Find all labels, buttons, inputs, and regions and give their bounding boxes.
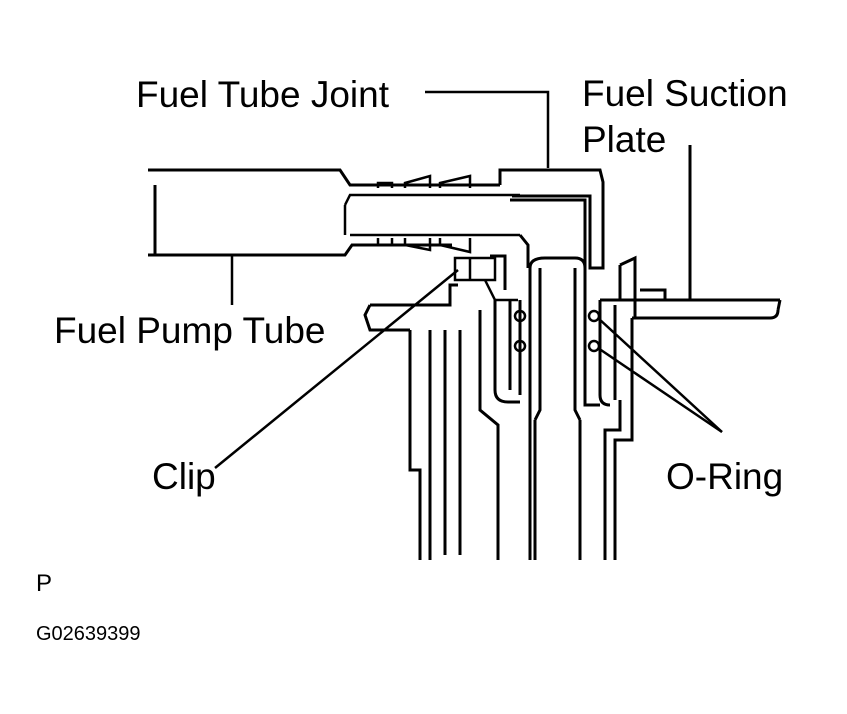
label-o-ring: O-Ring — [666, 456, 783, 497]
label-fuel-tube-joint: Fuel Tube Joint — [136, 74, 390, 115]
clip — [453, 256, 518, 302]
leader-clip — [214, 269, 459, 469]
leader-o-ring-b — [597, 346, 723, 434]
leader-lines — [214, 90, 723, 469]
tube-barbs — [376, 174, 472, 254]
label-fuel-suction-plate-line1: Fuel Suction — [582, 73, 788, 114]
o-ring-right-lower — [587, 339, 601, 353]
figure-code: G02639399 — [36, 623, 141, 645]
o-ring-left-lower — [513, 339, 527, 353]
o-ring-right-upper — [587, 309, 601, 323]
leader-o-ring-a — [597, 317, 723, 433]
leader-fuel-tube-joint — [425, 90, 550, 168]
label-clip: Clip — [152, 456, 216, 497]
figure-mark: P — [36, 570, 52, 597]
o-ring-left-upper — [513, 309, 527, 323]
fuel-pump-tube — [148, 168, 520, 257]
o-rings — [513, 309, 601, 353]
fuel-suction-plate — [363, 145, 782, 560]
label-fuel-pump-tube: Fuel Pump Tube — [54, 310, 325, 351]
fuel-tube-joint — [490, 168, 605, 290]
label-fuel-suction-plate-line2: Plate — [582, 119, 666, 160]
